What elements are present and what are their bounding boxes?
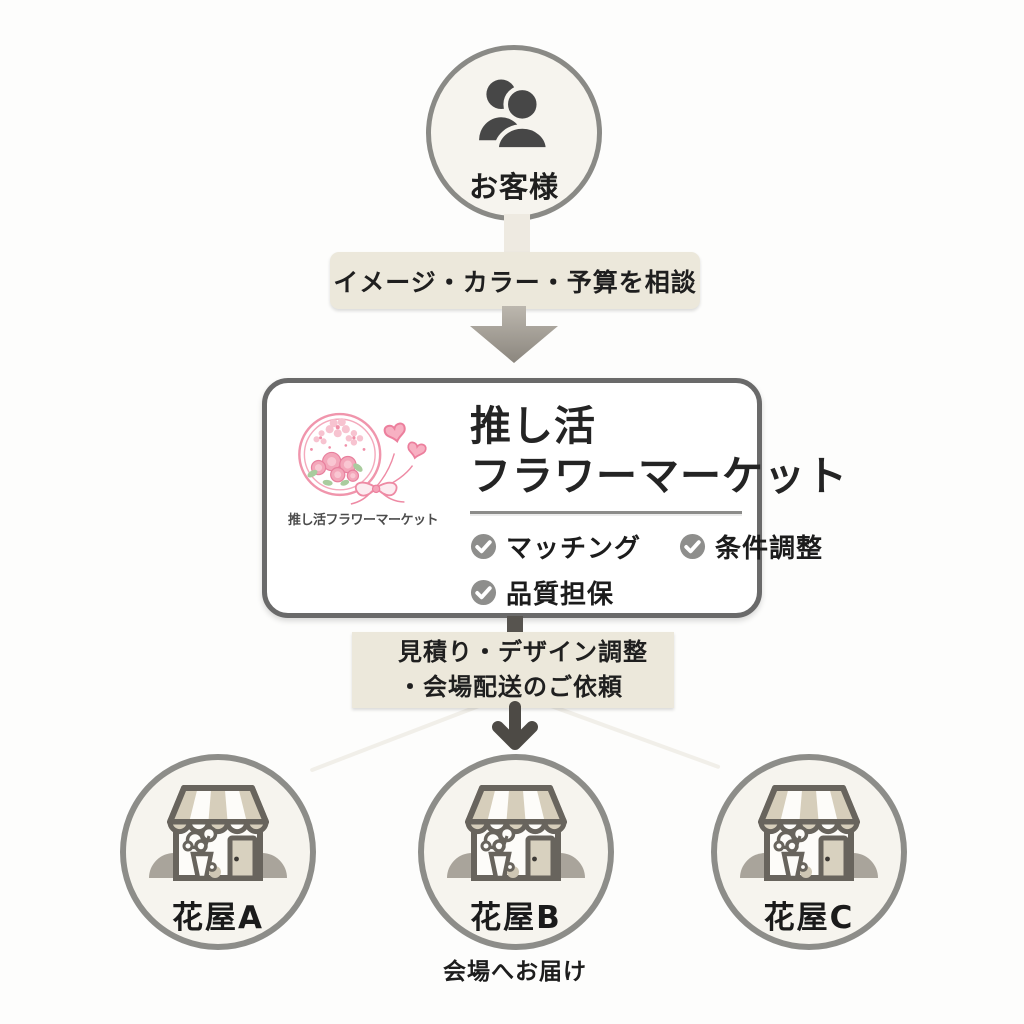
feature-row-2: 品質担保 (470, 574, 748, 611)
shop-node-a: 花屋A (120, 754, 316, 950)
market-title-line1: 推し活 (470, 402, 596, 450)
feature-label: 品質担保 (506, 580, 615, 611)
shop-label: 花屋B (470, 900, 562, 936)
customers-icon (468, 70, 560, 162)
feature-quality: 品質担保 (470, 574, 614, 611)
market-title-line2: フラワーマーケット (470, 452, 848, 501)
feature-label: マッチング (506, 534, 642, 565)
check-icon (470, 533, 497, 560)
flower-shop-icon (441, 778, 591, 894)
shop-node-c: 花屋C (711, 754, 907, 950)
feature-conditions: 条件調整 (679, 528, 823, 565)
divider (470, 511, 742, 515)
delivery-note: 会場へお届け (443, 959, 587, 985)
shop-label: 花屋A (172, 900, 264, 936)
consult-step-text: イメージ・カラー・予算を相談 (333, 267, 697, 297)
logo-caption: 推し活フラワーマーケット (287, 513, 439, 528)
down-arrow-bold-icon (488, 700, 542, 760)
feature-matching: マッチング (470, 528, 641, 565)
customer-node: お客様 (426, 45, 602, 221)
feature-row-1: マッチング 条件調整 (470, 528, 822, 565)
check-icon (470, 579, 497, 606)
flower-market-box: 推し活フラワーマーケット 推し活 フラワーマーケット マッチング 条件調整 (262, 378, 848, 618)
flower-shop-icon (143, 778, 293, 894)
flower-wreath-logo-icon (298, 412, 427, 505)
feature-label: 条件調整 (715, 534, 824, 565)
down-arrow-icon (466, 306, 562, 370)
request-step-label: 見積り・デザイン調整 ・会場配送のご依頼 (352, 632, 674, 708)
customer-label: お客様 (468, 170, 559, 204)
shop-node-b: 花屋B (418, 754, 614, 950)
flower-market-logo: 推し活フラワーマーケット (283, 409, 443, 528)
request-step-text-line1: 見積り・デザイン調整 (398, 638, 648, 667)
shop-label: 花屋C (763, 900, 855, 936)
check-icon (679, 533, 706, 560)
request-step-text-line2: ・会場配送のご依頼 (398, 673, 623, 701)
connector-customer-line (504, 214, 530, 256)
consult-step-label: イメージ・カラー・予算を相談 (330, 252, 700, 309)
flower-shop-icon (734, 778, 884, 894)
connector-diagonal-left (309, 697, 498, 773)
